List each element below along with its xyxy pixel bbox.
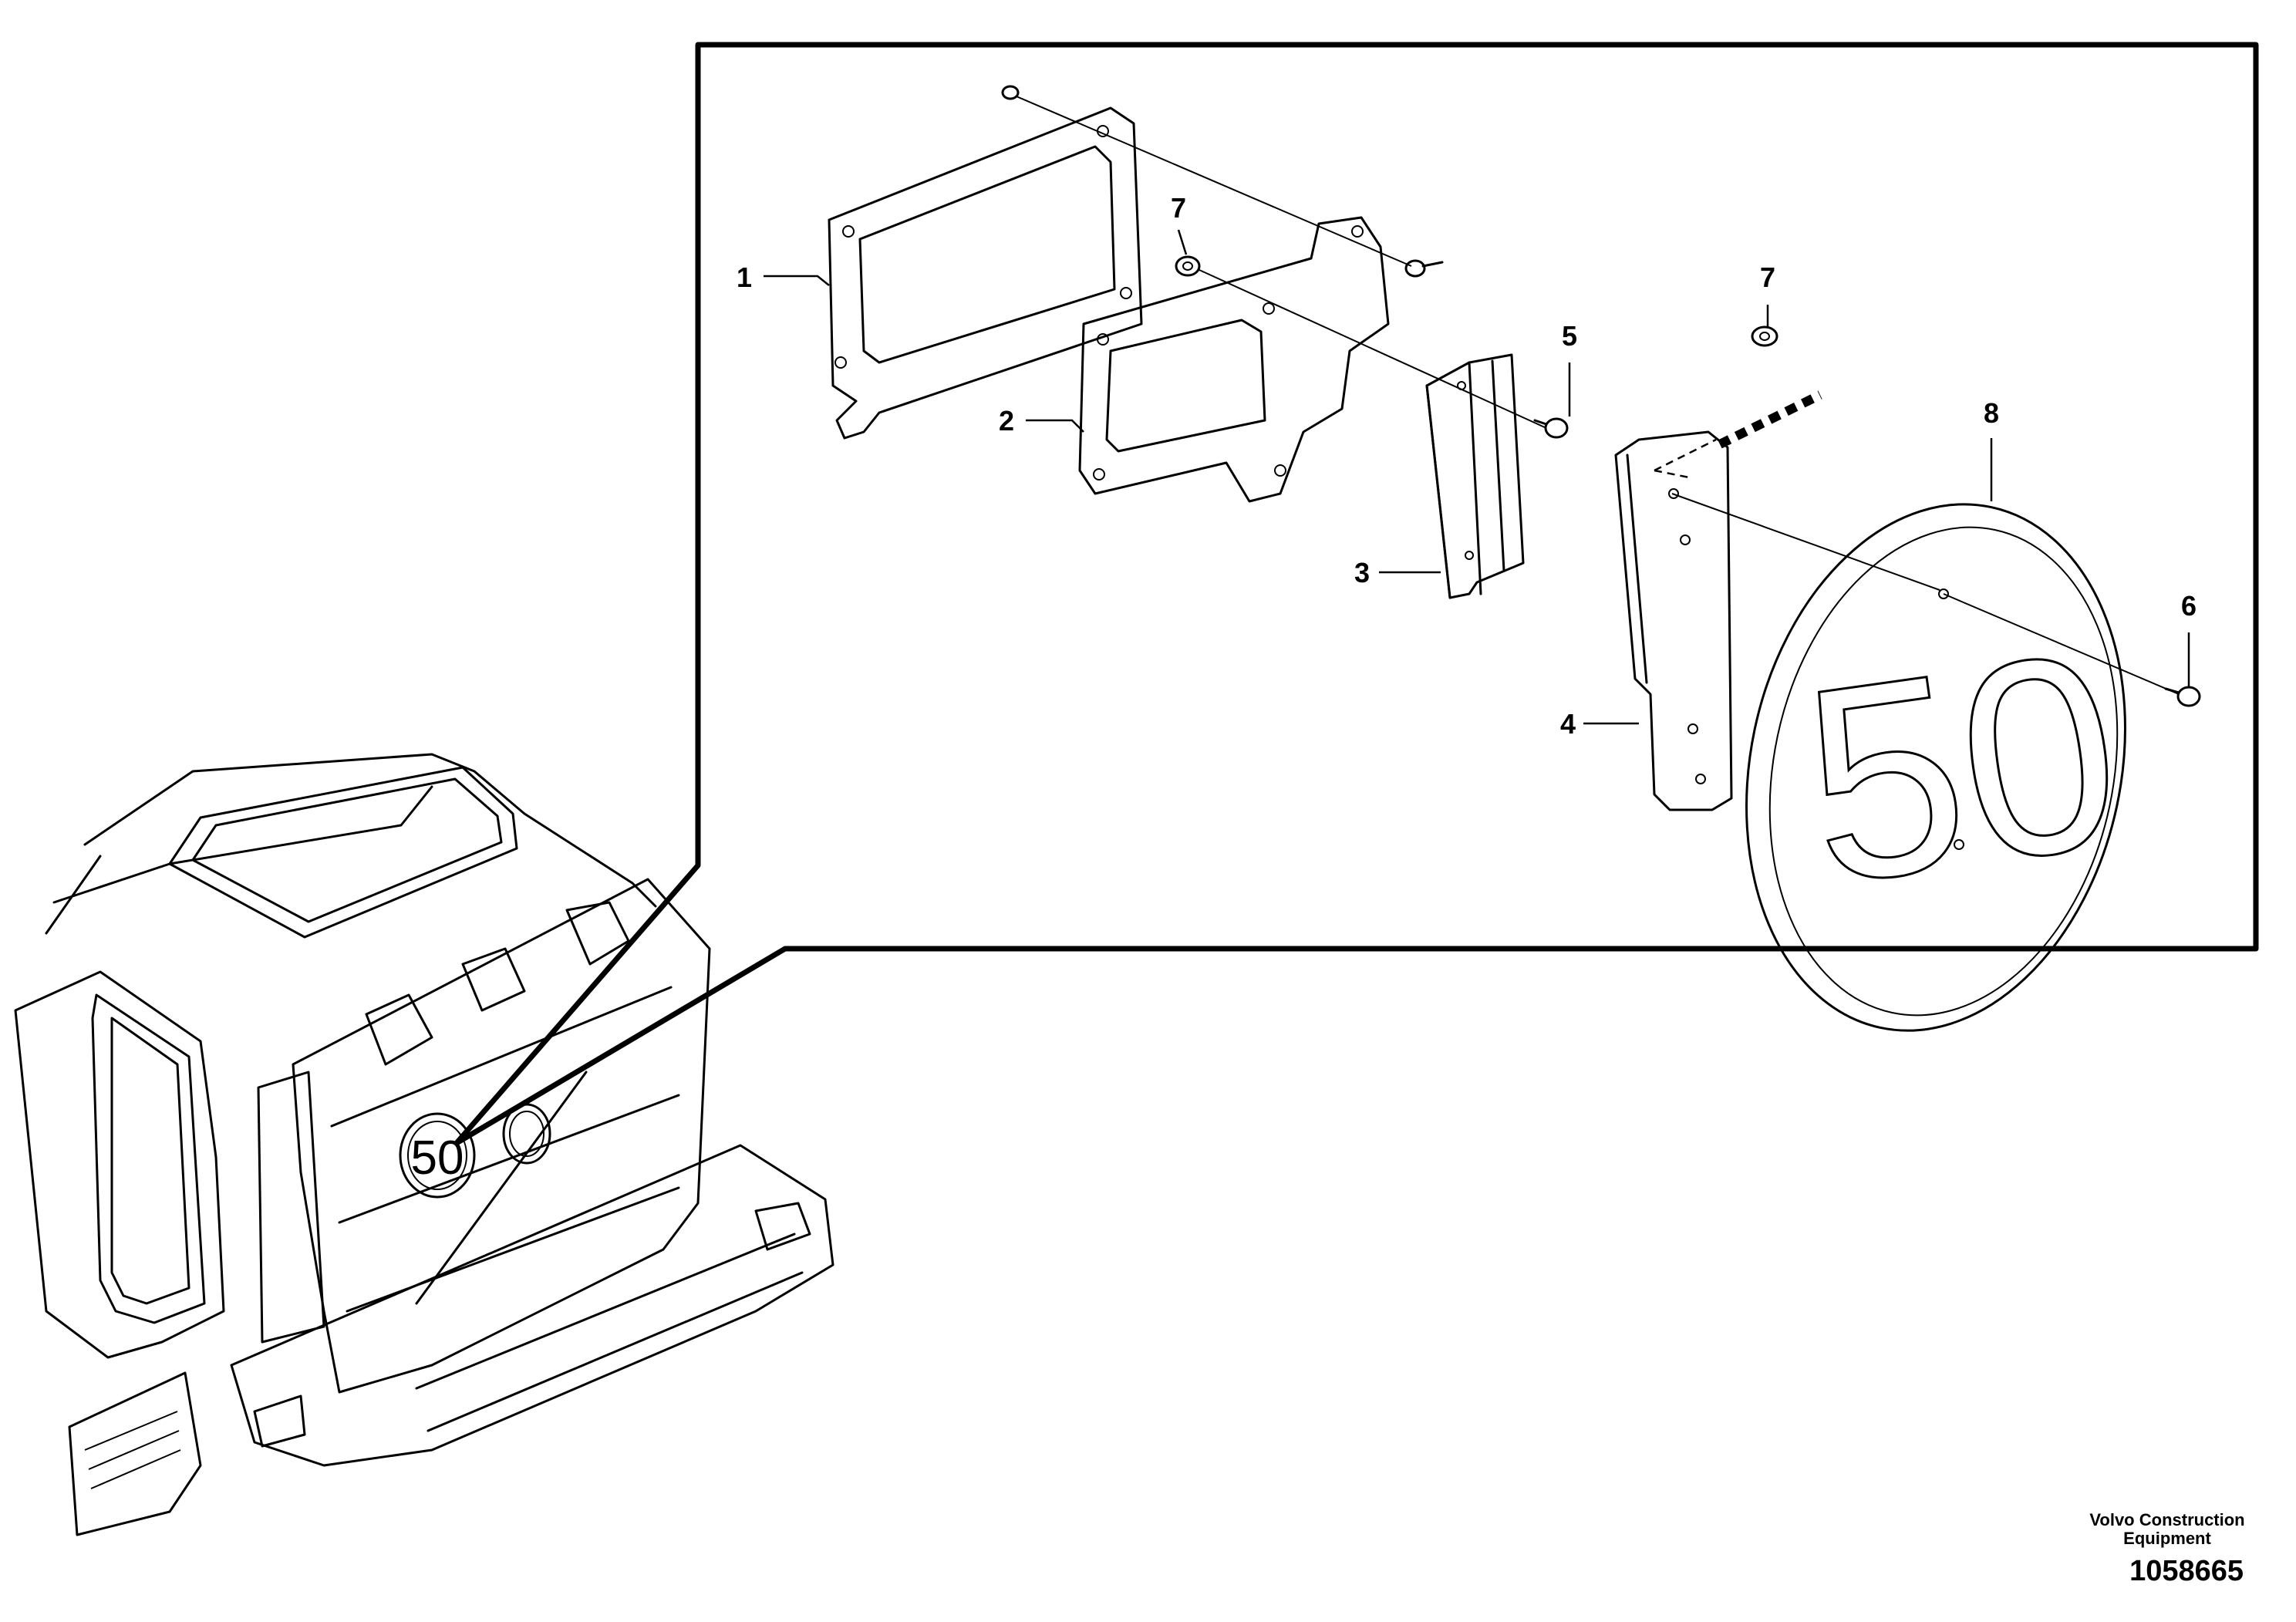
- callout-4: 4: [1560, 708, 1576, 740]
- part-7-washer-a: [1175, 255, 1201, 277]
- assembly-lines: [1016, 96, 2180, 695]
- machine-sign: [399, 1112, 476, 1199]
- callout-7-left: 7: [1171, 192, 1186, 224]
- callout-6: 6: [2181, 590, 2197, 622]
- callout-2: 2: [999, 405, 1014, 437]
- credit-line-2: Equipment: [2123, 1529, 2211, 1548]
- fastener-hatched-stud: [1718, 390, 1822, 449]
- callout-8: 8: [1984, 397, 1999, 429]
- part-2-plate: [1078, 216, 1390, 503]
- fastener-bolt-right: [1404, 259, 1444, 278]
- credit-line-1: Volvo Construction: [2089, 1510, 2245, 1529]
- part-3-rail: [1425, 353, 1525, 599]
- volvo-logo: [502, 1103, 551, 1165]
- callout-5: 5: [1562, 320, 1577, 352]
- callout-7-right: 7: [1760, 261, 1775, 293]
- part-1-bracket: [828, 106, 1143, 440]
- detail-frame: [453, 42, 2259, 1146]
- callout-1: 1: [737, 261, 752, 293]
- part-4-strap: [1614, 430, 1733, 811]
- machine-overview: 50: [14, 753, 834, 1536]
- fastener-washer-top: [1001, 85, 1020, 100]
- part-8-sign: 50: [1745, 503, 2138, 1032]
- part-7-washer-b: [1751, 325, 1778, 347]
- leader-lines: [764, 229, 2190, 725]
- sign-speed-text: 50: [1788, 593, 2136, 943]
- machine-sign-text: 50: [411, 1131, 464, 1185]
- part-5-bolt: [1533, 417, 1569, 439]
- drawing-number: 1058665: [2129, 1555, 2244, 1587]
- callout-3: 3: [1354, 557, 1370, 588]
